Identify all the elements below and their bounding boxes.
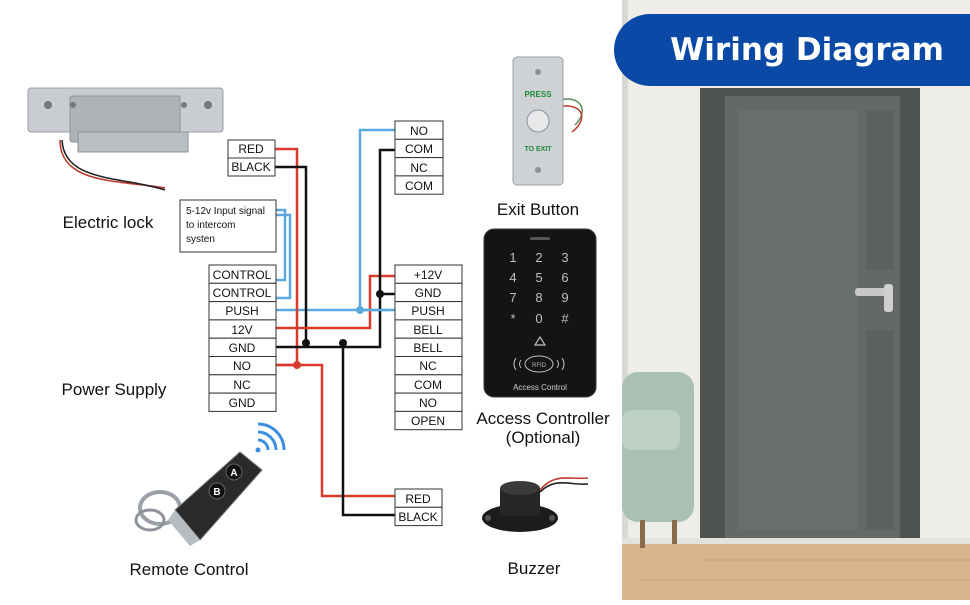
exit-terminal-nc: NC xyxy=(410,161,428,175)
red-wire-12v xyxy=(265,274,395,330)
power-supply-label: Power Supply xyxy=(62,380,167,399)
exit-button: PRESS TO EXIT Exit Button xyxy=(497,56,583,219)
keypad-brand: Access Control xyxy=(513,383,567,392)
key-3: 3 xyxy=(561,250,568,265)
ps-terminal-no: NO xyxy=(233,359,251,373)
ctrl-terminal-push: PUSH xyxy=(411,304,444,318)
remote-key-a: A xyxy=(230,468,237,479)
ps-terminal-control-2: CONTROL xyxy=(213,286,272,300)
remote-control: A B Remote Control xyxy=(129,422,286,579)
ps-terminal-12v: 12V xyxy=(231,323,252,337)
remote-control-label: Remote Control xyxy=(129,560,248,579)
ps-terminal-gnd-1: GND xyxy=(229,341,256,355)
title-banner xyxy=(614,14,970,86)
floor xyxy=(622,543,970,600)
black-wire-gnd xyxy=(265,292,395,349)
ctrl-terminal-gnd: GND xyxy=(415,286,442,300)
ps-terminal-push: PUSH xyxy=(225,304,258,318)
lock-wire-labels: RED BLACK xyxy=(227,139,276,177)
ctrl-terminal-no: NO xyxy=(419,396,437,410)
key-8: 8 xyxy=(535,290,542,305)
remote-key-b: B xyxy=(213,487,220,498)
exit-face-to-exit: TO EXIT xyxy=(524,146,552,153)
black-wire-buzzer xyxy=(341,343,395,517)
blue-wire-exit-no xyxy=(358,128,395,310)
intercom-note: 5-12v Input signal to intercom systen xyxy=(179,199,277,253)
key-star: * xyxy=(510,311,515,326)
key-1: 1 xyxy=(509,250,516,265)
black-wire-lock xyxy=(275,165,308,347)
bell-icon xyxy=(533,335,547,346)
key-2: 2 xyxy=(535,250,542,265)
buzzer-wire-red: RED xyxy=(405,492,431,506)
lock-wire-black: BLACK xyxy=(231,160,270,174)
controller-terminals: +12V GND PUSH BELL BELL NC COM NO OPEN xyxy=(394,264,463,431)
exit-terminal-no: NO xyxy=(410,124,428,138)
keypad-body xyxy=(483,228,597,398)
door-photo: Wiring Diagram xyxy=(614,0,970,600)
exit-terminal-com-2: COM xyxy=(405,179,433,193)
electric-lock: Electric lock xyxy=(27,87,224,232)
key-hash: # xyxy=(561,311,569,326)
exit-push-button xyxy=(526,109,550,133)
key-9: 9 xyxy=(561,290,568,305)
electric-lock-label: Electric lock xyxy=(63,213,154,232)
ctrl-terminal-com: COM xyxy=(414,378,442,392)
key-5: 5 xyxy=(535,270,542,285)
key-7: 7 xyxy=(509,290,516,305)
exit-terminal-com-1: COM xyxy=(405,142,433,156)
signal-icon xyxy=(257,422,286,451)
key-4: 4 xyxy=(509,270,516,285)
lock-wire-red: RED xyxy=(238,142,264,156)
wires xyxy=(265,128,395,517)
buzzer: Buzzer xyxy=(482,477,589,578)
door-handle xyxy=(855,288,893,296)
note-line-1: 5-12v Input signal xyxy=(186,206,265,217)
red-wire-buzzer xyxy=(265,363,395,498)
buzzer-wire-labels: RED BLACK xyxy=(394,488,443,527)
ctrl-terminal-12v: +12V xyxy=(414,268,442,282)
note-line-2: to intercom xyxy=(186,220,235,231)
ctrl-terminal-nc: NC xyxy=(419,359,437,373)
power-supply-terminals: CONTROL CONTROL PUSH 12V GND NO NC GND xyxy=(208,264,277,412)
keypad-keys: 1 2 3 4 5 6 7 8 9 * 0 # xyxy=(509,250,569,326)
blue-wire-control2 xyxy=(265,213,292,300)
key-0: 0 xyxy=(535,311,542,326)
access-controller-optional: (Optional) xyxy=(506,428,581,447)
rfid-icon xyxy=(524,355,554,373)
exit-face-press: PRESS xyxy=(524,90,552,99)
ctrl-terminal-bell-2: BELL xyxy=(413,341,443,355)
armchair xyxy=(622,372,694,548)
ps-terminal-control-1: CONTROL xyxy=(213,268,272,282)
ctrl-terminal-bell-1: BELL xyxy=(413,323,443,337)
buzzer-wire-black: BLACK xyxy=(398,510,437,524)
access-controller-label: Access Controller xyxy=(476,409,610,428)
key-6: 6 xyxy=(561,270,568,285)
ps-terminal-nc: NC xyxy=(233,378,251,392)
banner-title: Wiring Diagram xyxy=(670,32,944,68)
exit-button-label: Exit Button xyxy=(497,200,579,219)
black-wire-exit-com xyxy=(378,148,395,294)
exit-button-terminals: NO COM NC COM xyxy=(394,120,444,195)
rfid-text: RFID xyxy=(532,363,547,369)
note-line-3: systen xyxy=(186,234,215,245)
buzzer-label: Buzzer xyxy=(508,559,561,578)
ps-terminal-gnd-2: GND xyxy=(229,396,256,410)
ctrl-terminal-open: OPEN xyxy=(411,414,445,428)
access-controller: 1 2 3 4 5 6 7 8 9 * 0 # RFID Access Cont… xyxy=(476,228,610,447)
